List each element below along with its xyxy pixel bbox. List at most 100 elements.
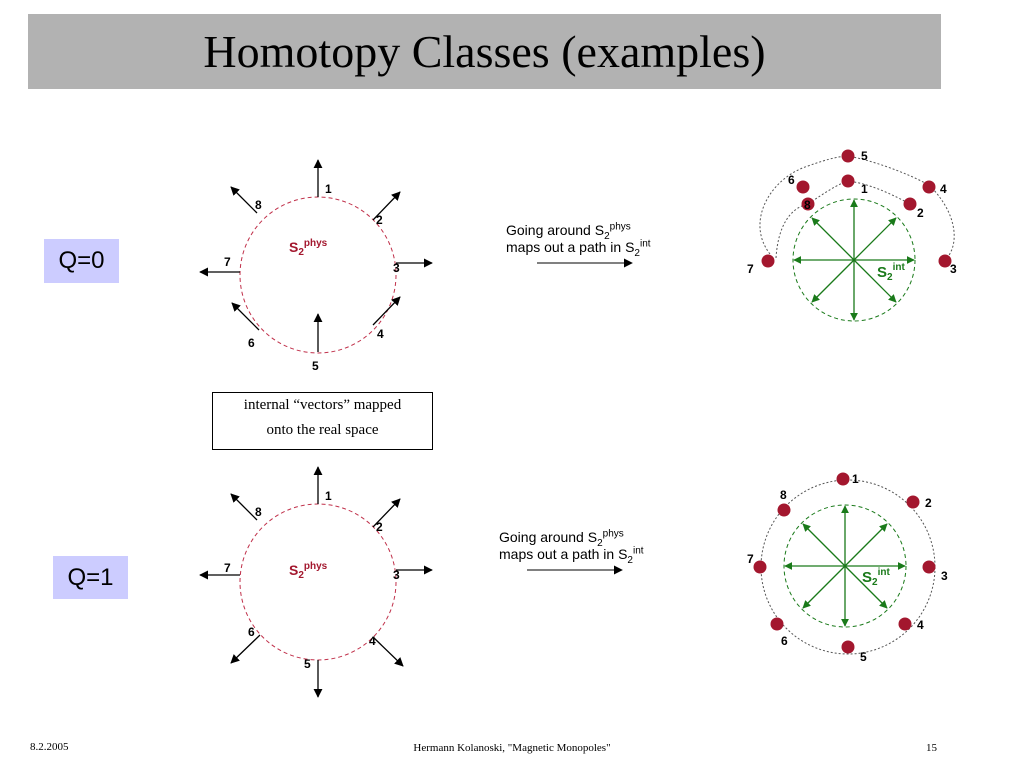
phys-sphere-q1: 1 2 3 4 5 6 7 8 S2phys: [199, 466, 433, 698]
note-line-2: onto the real space: [266, 422, 379, 438]
slide-title: Homotopy Classes (examples): [203, 26, 766, 77]
int-number-2: 2: [917, 206, 924, 220]
phys-number-1: 1: [325, 489, 332, 503]
int-dot-3: [938, 254, 952, 268]
phys-number-6: 6: [248, 336, 255, 350]
phys-number-5: 5: [304, 657, 311, 671]
int-number-4: 4: [940, 182, 947, 196]
phys-number-8: 8: [255, 198, 262, 212]
phys-number-4: 4: [377, 327, 384, 341]
phys-sphere-label: S2phys: [289, 238, 328, 258]
int-path-outer: [759, 155, 955, 259]
phys-label-sub: 2: [298, 570, 304, 581]
phys-label-s: S: [289, 239, 298, 255]
int-dot-4: [922, 180, 936, 194]
int-dot-6: [770, 617, 784, 631]
mapping-line2-text: maps out a path in S: [499, 546, 628, 562]
mapping-line2-sub: 2: [627, 554, 633, 566]
phys-number-8: 8: [255, 505, 262, 519]
int-dot-1: [836, 472, 850, 486]
phys-arrow-4: [372, 296, 401, 326]
int-arrow-nw: [811, 217, 855, 261]
phys-label-sup: phys: [304, 561, 328, 572]
note-line-1: internal “vectors” mapped: [243, 397, 402, 413]
phys-number-2: 2: [376, 520, 383, 534]
int-dot-8: [801, 197, 815, 211]
phys-number-7: 7: [224, 561, 231, 575]
phys-number-3: 3: [393, 568, 400, 582]
mapping-line1-sub: 2: [597, 537, 603, 549]
int-arrow-sw: [802, 565, 846, 609]
title-bar: Homotopy Classes (examples): [28, 14, 941, 89]
int-number-7: 7: [747, 262, 754, 276]
phys-arrow-6: [231, 302, 260, 331]
int-dot-5: [841, 640, 855, 654]
int-dot-8: [777, 503, 791, 517]
int-number-7: 7: [747, 552, 754, 566]
int-number-3: 3: [950, 262, 957, 276]
phys-number-3: 3: [393, 261, 400, 275]
int-number-5: 5: [861, 149, 868, 163]
phys-number-4: 4: [369, 634, 376, 648]
int-dot-7: [761, 254, 775, 268]
int-number-3: 3: [941, 569, 948, 583]
phys-arrow-6: [230, 634, 261, 664]
charge-label-q1: Q=1: [53, 556, 128, 599]
int-label-sub: 2: [887, 272, 893, 283]
phys-sphere-q0: 1 2 3 4 5 6 7 8 S2phys: [199, 159, 433, 373]
int-dot-2: [906, 495, 920, 509]
int-label-s: S: [877, 264, 887, 281]
mapping-line2-sup: int: [639, 238, 651, 250]
footer-author: Hermann Kolanoski, "Magnetic Monopoles": [413, 742, 611, 754]
mapping-text-q0: Going around S2phys maps out a path in S…: [506, 221, 651, 259]
int-number-6: 6: [781, 634, 788, 648]
phys-number-7: 7: [224, 255, 231, 269]
mapping-line2-sup: int: [632, 545, 644, 557]
mapping-text-q1: Going around S2phys maps out a path in S…: [499, 528, 644, 566]
int-number-8: 8: [780, 488, 787, 502]
int-sphere-q1: 1 2 3 4 5 6 7 8 S2int: [747, 472, 948, 664]
mapping-line1-sup: phys: [602, 528, 624, 540]
int-sphere-label: S2int: [877, 262, 905, 283]
mapping-line1-sup: phys: [609, 221, 631, 233]
int-path-inner: [775, 180, 911, 259]
int-label-sup: int: [893, 262, 906, 273]
phys-label-s: S: [289, 562, 298, 578]
phys-arrow-8: [230, 186, 258, 214]
int-number-5: 5: [860, 650, 867, 664]
int-label-sub: 2: [872, 577, 878, 588]
int-label-sup: int: [878, 567, 891, 578]
phys-number-1: 1: [325, 182, 332, 196]
int-dot-4: [898, 617, 912, 631]
mapping-line1-sub: 2: [604, 230, 610, 242]
phys-number-6: 6: [248, 625, 255, 639]
int-number-1: 1: [861, 182, 868, 196]
int-arrow-sw: [811, 259, 855, 303]
mapping-line1-text: Going around S: [506, 222, 605, 238]
phys-arrow-2: [372, 191, 401, 221]
phys-number-2: 2: [376, 213, 383, 227]
phys-arrow-4: [372, 636, 404, 667]
int-dot-1: [841, 174, 855, 188]
charge-label-q0: Q=0: [44, 239, 119, 283]
int-circle: [792, 198, 916, 322]
int-arrow-nw: [802, 523, 846, 567]
note-box: internal “vectors” mapped onto the real …: [212, 392, 433, 450]
int-dot-6: [796, 180, 810, 194]
footer-page-number: 15: [926, 742, 937, 754]
int-number-2: 2: [925, 496, 932, 510]
int-number-8: 8: [804, 198, 811, 212]
int-sphere-label: S2int: [862, 567, 890, 588]
mapping-line2-text: maps out a path in S: [506, 239, 635, 255]
int-dot-7: [753, 560, 767, 574]
int-arrow-se: [853, 259, 897, 303]
phys-label-sup: phys: [304, 238, 328, 249]
phys-label-sub: 2: [298, 247, 304, 258]
phys-number-5: 5: [312, 359, 319, 373]
mapping-line2-sub: 2: [634, 247, 640, 259]
mapping-line1-text: Going around S: [499, 529, 598, 545]
phys-arrow-8: [230, 493, 258, 521]
footer-date: 8.2.2005: [30, 741, 69, 753]
int-dot-5: [841, 149, 855, 163]
